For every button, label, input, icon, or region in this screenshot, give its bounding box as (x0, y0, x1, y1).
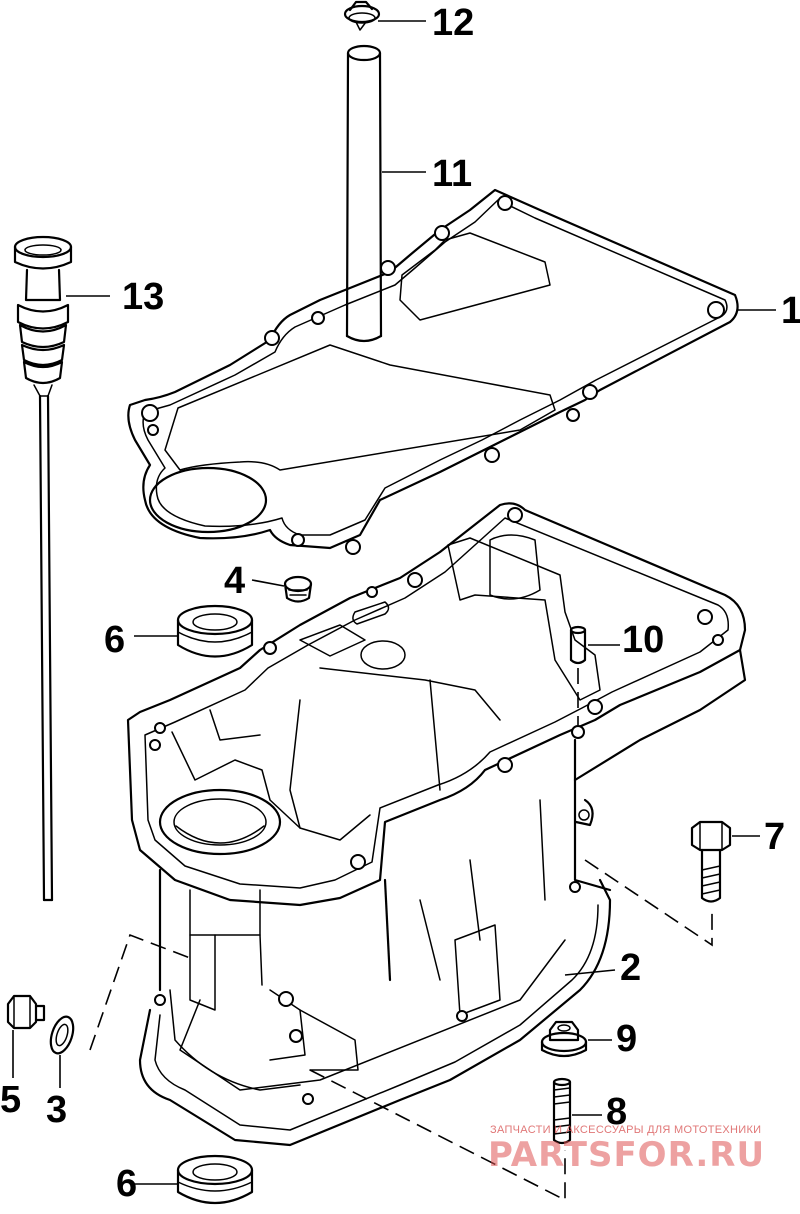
washer-part-3 (49, 1015, 75, 1055)
callout-5: 5 (0, 1079, 21, 1121)
flange-nut-part-9 (540, 1020, 588, 1058)
hose-clamp-part-12 (343, 0, 381, 31)
oil-seal-part-6-lower (176, 1154, 254, 1205)
callout-12: 12 (432, 2, 474, 44)
dipstick-part-13 (13, 235, 73, 902)
oil-pan-part-2 (126, 502, 747, 1147)
gasket-part-1 (127, 188, 739, 555)
drain-bolt-part-5 (6, 994, 46, 1030)
callout-6-upper: 6 (104, 619, 125, 661)
plug-part-4 (283, 575, 313, 603)
callout-7: 7 (764, 816, 785, 858)
callout-10: 10 (622, 619, 664, 661)
callout-13: 13 (122, 276, 164, 318)
oil-seal-part-6-upper (176, 604, 254, 658)
watermark-tagline: ЗАПЧАСТИ И АКСЕССУАРЫ ДЛЯ МОТОТЕХНИКИ (490, 1124, 761, 1136)
stud-bolt-part-8 (552, 1077, 572, 1145)
callout-8: 8 (606, 1091, 627, 1133)
dowel-pin-part-10 (569, 625, 587, 665)
leader-lines (12, 20, 776, 1185)
callout-1: 1 (781, 290, 800, 332)
callout-3: 3 (46, 1089, 67, 1131)
callout-4: 4 (224, 560, 245, 602)
callout-6-lower: 6 (116, 1163, 137, 1205)
assembly-lines (89, 668, 713, 1202)
callout-9: 9 (616, 1018, 637, 1060)
callout-11: 11 (432, 153, 472, 195)
watermark-logo: PARTSFOR.RU (488, 1135, 765, 1175)
bolt-part-7 (690, 820, 732, 903)
watermark: ЗАПЧАСТИ И АКСЕССУАРЫ ДЛЯ МОТОТЕХНИКИ PA… (488, 1124, 765, 1175)
callout-2: 2 (620, 947, 641, 989)
